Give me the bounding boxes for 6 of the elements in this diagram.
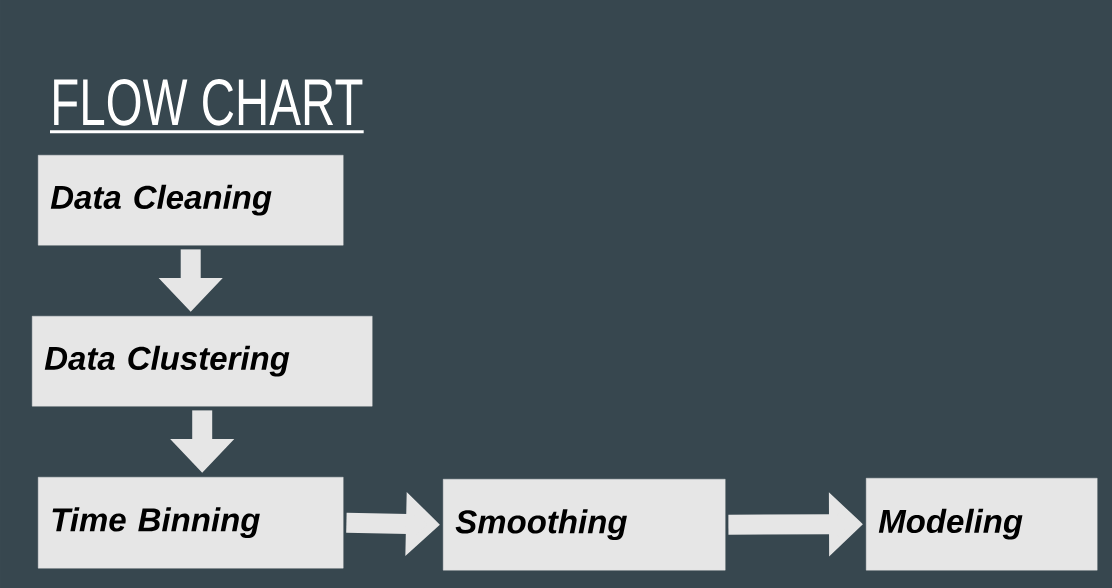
process-box: Smoothing — [443, 479, 726, 571]
process-box: Data Cleaning — [38, 155, 344, 246]
process-box: Data Clustering — [32, 316, 373, 407]
process-box: Time Binning — [38, 477, 344, 569]
title-heading: FLOW CHART — [50, 78, 364, 134]
process-box: Modeling — [866, 478, 1098, 571]
